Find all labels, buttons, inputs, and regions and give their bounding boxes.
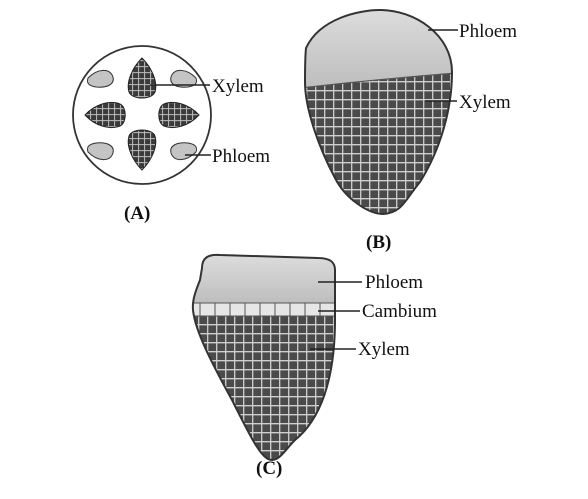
diagram-c: Phloem Cambium Xylem (C) <box>191 253 437 479</box>
bundle-outline-b <box>303 8 454 216</box>
xylem-arms <box>84 57 200 171</box>
xylem-arm-left <box>84 101 126 129</box>
xylem-arm-top <box>127 57 157 99</box>
caption-c: (C) <box>256 458 282 479</box>
label-c-xylem: Xylem <box>358 339 410 360</box>
label-c-phloem: Phloem <box>365 272 423 293</box>
caption-b: (B) <box>366 232 391 253</box>
phloem-region-c <box>192 254 335 304</box>
caption-a: (A) <box>124 203 150 224</box>
cambium-cells <box>192 302 335 317</box>
xylem-arm-right <box>158 101 200 129</box>
diagram-a: Xylem Phloem (A) <box>72 45 270 224</box>
label-a-xylem: Xylem <box>212 76 264 97</box>
label-b-xylem: Xylem <box>459 92 511 113</box>
phloem-patch-bl <box>87 142 114 161</box>
label-b-phloem: Phloem <box>459 21 517 42</box>
label-c-cambium: Cambium <box>362 301 437 322</box>
xylem-arm-bottom <box>127 129 157 171</box>
diagram-b: Phloem Xylem (B) <box>303 8 517 253</box>
bundle-outline-c <box>191 253 336 462</box>
cambium-band <box>192 303 335 316</box>
phloem-patch-tl <box>87 69 114 88</box>
label-a-phloem: Phloem <box>212 146 270 167</box>
